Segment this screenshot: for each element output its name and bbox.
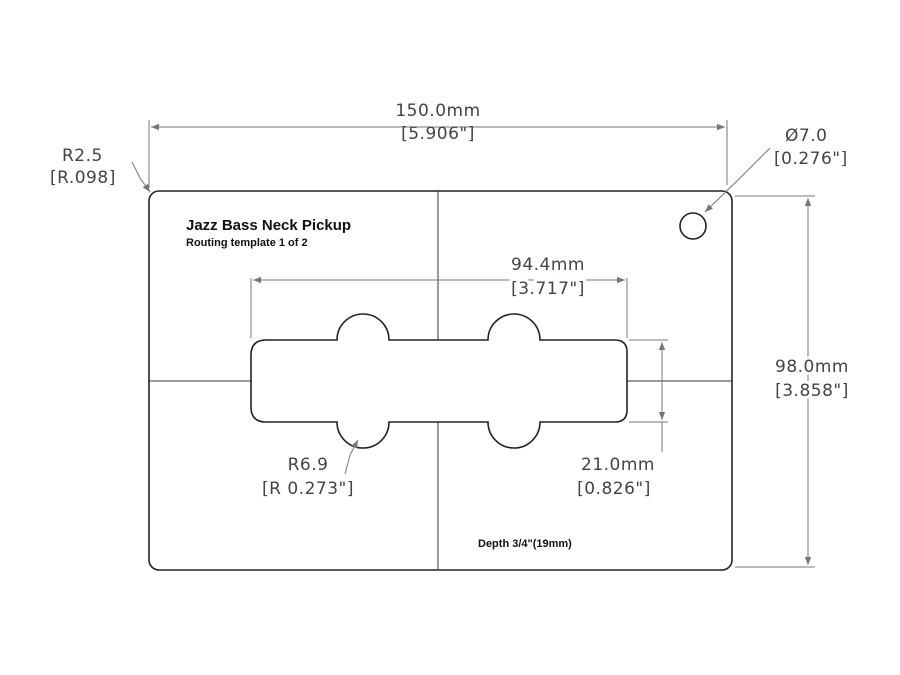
lobe-radius-in-label: [R 0.273"] <box>262 479 354 499</box>
hole-diameter-in-label: [0.276"] <box>774 149 848 169</box>
lobe-radius-leader <box>344 439 359 475</box>
height-mm-label: 98.0mm <box>775 357 849 377</box>
height-in-label: [3.858"] <box>775 381 849 401</box>
pickup-width-in-label: [0.826"] <box>577 479 651 499</box>
pickup-width-mm-label: 21.0mm <box>581 455 655 475</box>
width-mm-label: 150.0mm <box>395 101 480 121</box>
width-in-label: [5.906"] <box>401 124 475 144</box>
corner-radius-in-label: [R.098] <box>50 168 116 188</box>
corner-radius-leader <box>131 161 151 193</box>
lobe-radius-mm-label: R6.9 <box>288 455 329 475</box>
hole-diameter-leader <box>704 147 771 213</box>
template-title: Jazz Bass Neck Pickup <box>186 217 351 234</box>
template-subtitle: Routing template 1 of 2 <box>186 237 308 249</box>
mounting-hole <box>679 212 707 240</box>
hole-diameter-mm-label: Ø7.0 <box>785 126 827 146</box>
pickup-cavity <box>250 313 628 449</box>
pickup-length-mm-label: 94.4mm <box>511 255 585 275</box>
corner-radius-mm-label: R2.5 <box>62 146 103 166</box>
depth-label: Depth 3/4"(19mm) <box>478 538 572 550</box>
pickup-length-in-label: [3.717"] <box>511 279 585 299</box>
